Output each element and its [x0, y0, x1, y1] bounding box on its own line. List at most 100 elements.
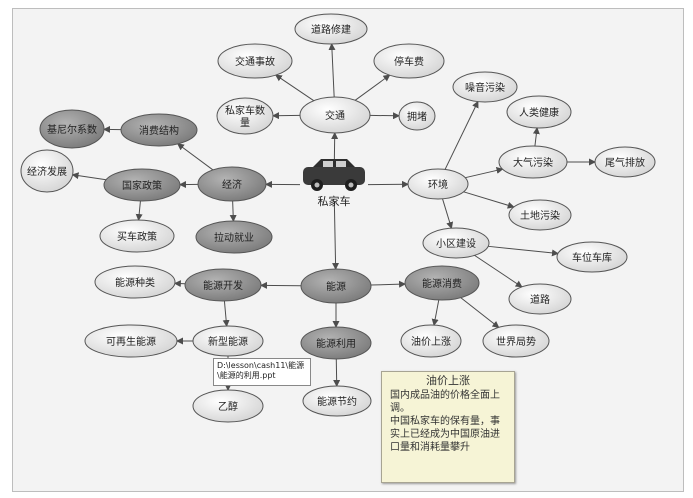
node-shape: [594, 146, 656, 178]
node-label: 能源消费: [422, 277, 462, 290]
edge-env-community: [442, 198, 454, 230]
node-accident[interactable]: 交通事故: [217, 43, 293, 79]
node-shape: [452, 71, 518, 103]
node-shape: [84, 324, 178, 358]
node-shape: [192, 325, 264, 357]
note-body: 国内成品油的价格全面上调。 中国私家车的保有量，事实上已经成为中国原油进口量和消…: [390, 390, 500, 453]
node-shape: [300, 326, 372, 360]
node-shape: [482, 324, 550, 358]
node-shape: [120, 113, 198, 147]
edge-traffic-road_build: [328, 42, 336, 98]
node-shape: [300, 268, 372, 304]
node-label: 新型能源: [208, 335, 248, 348]
node-label: 停车费: [394, 55, 424, 68]
node-label: 能源节约: [317, 395, 357, 408]
node-noise[interactable]: 噪音污染: [452, 71, 518, 103]
node-community[interactable]: 小区建设: [422, 227, 490, 259]
node-biofuel[interactable]: 乙醇: [192, 389, 264, 423]
node-new-energy[interactable]: 新型能源: [192, 325, 264, 357]
edge-C-energy: [332, 200, 340, 271]
node-gini[interactable]: 基尼尔系数: [39, 109, 105, 149]
node-shape: [197, 166, 267, 202]
node-label: 小区建设: [436, 237, 476, 250]
node-env[interactable]: 环境: [407, 168, 469, 200]
node-energy-consume[interactable]: 能源消费: [404, 265, 480, 301]
node-oil-price[interactable]: 油价上涨: [400, 324, 462, 358]
node-traffic[interactable]: 交通: [299, 96, 371, 134]
edge-policy-econ_dev: [71, 172, 107, 181]
node-label: 尾气排放: [605, 156, 645, 169]
node-world[interactable]: 世界局势: [482, 324, 550, 358]
node-energy[interactable]: 能源: [300, 268, 372, 304]
edge-community-road: [474, 254, 523, 288]
edge-air-health: [532, 126, 540, 147]
node-label: 道路: [530, 293, 550, 306]
node-label: 买车政策: [117, 230, 157, 243]
node-shape: [216, 97, 274, 135]
node-label: 乙醇: [218, 400, 238, 413]
node-shape: [506, 95, 572, 129]
node-air[interactable]: 大气污染: [498, 145, 568, 179]
edge-economy-employment: [229, 200, 237, 223]
node-label: 可再生能源: [106, 335, 156, 348]
node-label: 能源开发: [203, 279, 243, 292]
car-icon[interactable]: [303, 159, 365, 191]
node-label: 世界局势: [496, 335, 536, 348]
note-title: 油价上涨: [426, 374, 470, 387]
node-policy[interactable]: 国家政策: [103, 168, 181, 202]
node-shape: [39, 109, 105, 149]
node-label: 私家车数量: [225, 104, 265, 129]
edge-economy-consumption: [176, 143, 214, 171]
node-econ-dev[interactable]: 经济发展: [20, 149, 74, 193]
node-energy-types[interactable]: 能源种类: [94, 265, 176, 299]
node-shape: [217, 43, 293, 79]
node-garage[interactable]: 车位车库: [556, 241, 628, 273]
node-label: 大气污染: [513, 156, 553, 169]
node-renewable[interactable]: 可再生能源: [84, 324, 178, 358]
node-purchase-policy[interactable]: 买车政策: [99, 219, 175, 253]
mindmap-canvas[interactable]: 交通 道路修建交通事故 停车费私家车数量 拥堵 噪音污染人类健康大气污染 尾气排放环境土地…: [12, 8, 684, 492]
edge-energy_consume-world: [460, 297, 500, 329]
node-label: 能源种类: [115, 276, 155, 289]
note-popup[interactable]: 油价上涨 国内成品油的价格全面上调。 中国私家车的保有量，事实上已经成为中国原油…: [381, 371, 515, 483]
node-car-count[interactable]: 私家车数量: [216, 97, 274, 135]
node-label: 拉动就业: [214, 231, 254, 244]
node-shape: [195, 220, 273, 254]
node-label: 基尼尔系数: [47, 123, 97, 136]
edge-community-garage: [488, 245, 559, 257]
node-exhaust[interactable]: 尾气排放: [594, 146, 656, 178]
node-label: 噪音污染: [465, 81, 505, 94]
node-congestion[interactable]: 拥堵: [398, 101, 436, 131]
edge-policy-purchase_policy: [135, 200, 143, 222]
node-label: 国家政策: [122, 179, 162, 192]
node-save-energy[interactable]: 能源节约: [302, 385, 372, 417]
node-employment[interactable]: 拉动就业: [195, 220, 273, 254]
node-shape: [398, 101, 436, 131]
node-label: 拥堵: [407, 110, 427, 123]
node-shape: [407, 168, 469, 200]
node-parking[interactable]: 停车费: [373, 43, 445, 79]
node-shape: [192, 389, 264, 423]
node-health[interactable]: 人类健康: [506, 95, 572, 129]
node-energy-dev[interactable]: 能源开发: [184, 268, 262, 302]
node-energy-use[interactable]: 能源利用: [300, 326, 372, 360]
node-shape: [373, 43, 445, 79]
node-consumption[interactable]: 消费结构: [120, 113, 198, 147]
node-shape: [20, 149, 74, 193]
edge-env-soil: [463, 191, 515, 209]
node-road[interactable]: 道路: [508, 283, 572, 315]
node-shape: [294, 13, 368, 45]
node-shape: [184, 268, 262, 302]
node-label: 交通: [325, 109, 345, 122]
edge-energy-energy_consume: [370, 280, 407, 288]
node-shape: [299, 96, 371, 134]
node-economy[interactable]: 经济: [197, 166, 267, 202]
node-road-build[interactable]: 道路修建: [294, 13, 368, 45]
node-shape: [103, 168, 181, 202]
node-soil[interactable]: 土地污染: [508, 199, 572, 231]
node-label: 车位车库: [572, 251, 612, 264]
center-label: 私家车: [318, 194, 351, 208]
edge-energy_dev-new_energy: [222, 300, 230, 328]
